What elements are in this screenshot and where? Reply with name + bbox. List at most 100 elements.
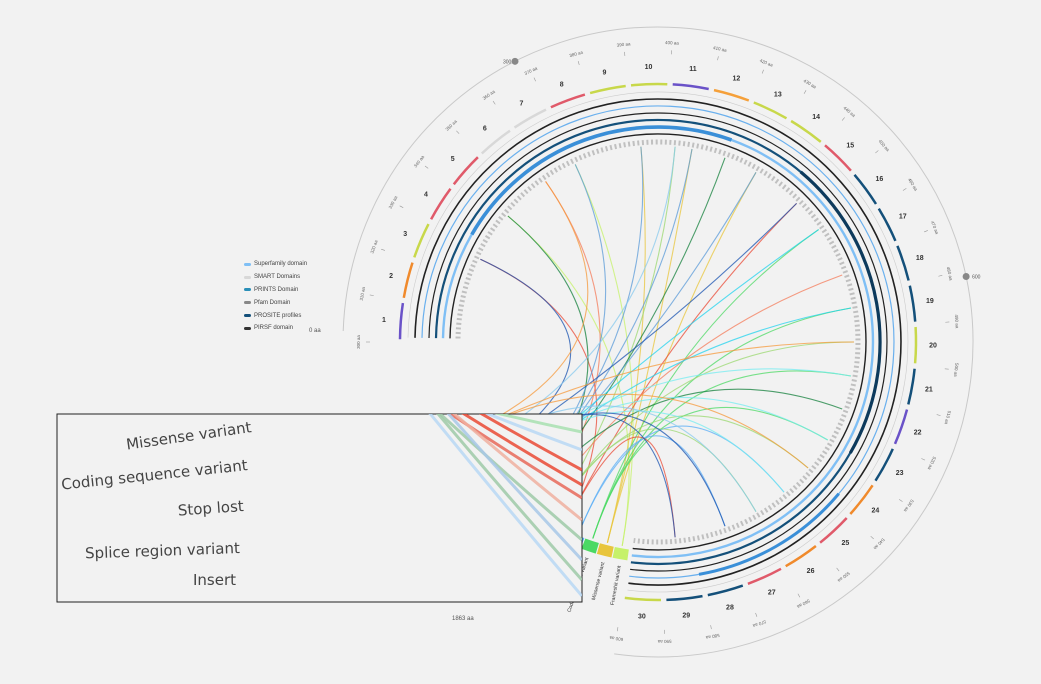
variant-type-label: Missense variant xyxy=(591,561,606,601)
domain-feature xyxy=(799,170,882,454)
zoom-variant-link xyxy=(452,414,582,522)
variant-type-segment xyxy=(612,547,629,561)
exon-label: 23 xyxy=(896,470,904,477)
aa-tick xyxy=(902,188,907,191)
exon-segment xyxy=(874,448,894,482)
scale-marker xyxy=(962,273,970,281)
exon-segment xyxy=(819,517,848,544)
aa-tick-label: 440 aa xyxy=(843,105,857,118)
exon-label: 8 xyxy=(560,81,564,88)
zoom-variant-link xyxy=(446,414,582,562)
zoom-variant-segment xyxy=(220,310,221,349)
exon-label: 27 xyxy=(768,589,776,596)
aa-tick-label: 550 aa xyxy=(836,571,850,584)
variant-type-label: Frameshit variant xyxy=(610,565,623,606)
scale-marker xyxy=(511,57,519,65)
exon-label: 11 xyxy=(689,66,697,73)
aa-tick xyxy=(717,56,719,61)
exon-label: 26 xyxy=(807,568,815,575)
zoom-variant-segment xyxy=(223,228,229,267)
exon-segment xyxy=(480,129,511,155)
variant-link xyxy=(470,341,855,432)
aa-tick xyxy=(803,90,807,94)
exon-segment xyxy=(893,409,909,445)
aa-tick xyxy=(399,205,404,208)
aa-tick-label: 420 aa xyxy=(759,58,774,68)
legend-item: Pfam Domain xyxy=(244,296,307,309)
aa-tick xyxy=(924,230,928,233)
variant-links xyxy=(470,146,855,546)
aa-tick-label: 520 aa xyxy=(927,456,937,471)
zoom-variant-segment xyxy=(221,352,226,391)
legend-label: PIRSF domain xyxy=(254,325,294,332)
aa-tick xyxy=(761,69,764,74)
exon-label: 3 xyxy=(403,231,407,238)
exon-label: 1 xyxy=(382,317,386,324)
legend-swatch xyxy=(244,314,251,318)
exon-segment xyxy=(908,285,917,322)
dotted-track xyxy=(455,139,861,545)
aa-tick-label: 310 aa xyxy=(359,286,366,301)
variant-link xyxy=(578,435,726,534)
aa-tick xyxy=(492,100,496,105)
exon-label: 22 xyxy=(914,430,922,437)
aa-tick xyxy=(870,535,874,540)
exon-segment xyxy=(896,245,910,281)
exon-label: 13 xyxy=(774,91,782,98)
variant-link xyxy=(507,215,630,546)
outer-label-300: 300 xyxy=(503,59,512,65)
aa-tick xyxy=(710,625,712,630)
aa-tick-label: 510 aa xyxy=(944,410,952,425)
end-label: 1863 aa xyxy=(452,616,474,622)
exon-label: 30 xyxy=(638,614,646,621)
aa-tick-label: 460 aa xyxy=(907,177,919,192)
exon-label: 7 xyxy=(520,100,524,107)
exon-segment xyxy=(713,88,750,102)
aa-tick xyxy=(617,627,619,632)
zoom-variant-link xyxy=(461,414,582,487)
exon-segment xyxy=(672,83,709,91)
aa-tick-label: 450 aa xyxy=(878,139,891,153)
exon-label: 21 xyxy=(925,387,933,394)
aa-tick-label: 360 aa xyxy=(482,89,497,101)
aa-tick xyxy=(533,77,536,82)
variant-link xyxy=(470,181,589,432)
exon-label: 16 xyxy=(876,176,884,183)
zoom-variant-segment xyxy=(240,149,253,186)
exon-segment xyxy=(452,156,479,186)
exon-segment xyxy=(853,173,878,205)
aa-tick-label: 380 aa xyxy=(569,49,584,58)
legend-item: PROSITE profiles xyxy=(244,309,307,322)
legend-item: PRINTS Domain xyxy=(244,284,307,297)
legend-item: PIRSF domain xyxy=(244,322,307,335)
legend-label: PROSITE profiles xyxy=(254,312,302,319)
aa-tick-label: 470 aa xyxy=(930,220,940,235)
domain-feature xyxy=(470,125,733,236)
exon-label: 6 xyxy=(483,125,487,132)
exon-segment xyxy=(413,223,430,258)
exon-label: 5 xyxy=(451,156,455,163)
aa-tick-label: 370 aa xyxy=(524,65,539,76)
aa-tick-label: 540 aa xyxy=(872,537,885,551)
exon-segment xyxy=(753,101,788,120)
zoom-variant-link xyxy=(484,414,582,452)
exon-label: 25 xyxy=(842,540,850,547)
aa-tick-label: 340 aa xyxy=(413,154,426,168)
zoom-variant-link xyxy=(448,414,582,500)
exon-label: 18 xyxy=(916,255,924,262)
start-label: 0 aa xyxy=(309,328,321,334)
legend-swatch xyxy=(244,288,251,292)
variant-link xyxy=(606,148,693,543)
legend-label: PRINTS Domain xyxy=(254,286,299,293)
domain-feature xyxy=(698,492,840,576)
aa-tick-label: 490 aa xyxy=(954,314,960,329)
exon-label: 12 xyxy=(733,75,741,82)
aa-tick xyxy=(836,567,840,572)
exon-segment xyxy=(550,93,586,109)
aa-tick xyxy=(936,414,941,416)
exon-label: 24 xyxy=(871,507,879,514)
variant-link xyxy=(574,164,634,546)
domain-track xyxy=(414,98,902,586)
exon-segment xyxy=(877,207,897,242)
